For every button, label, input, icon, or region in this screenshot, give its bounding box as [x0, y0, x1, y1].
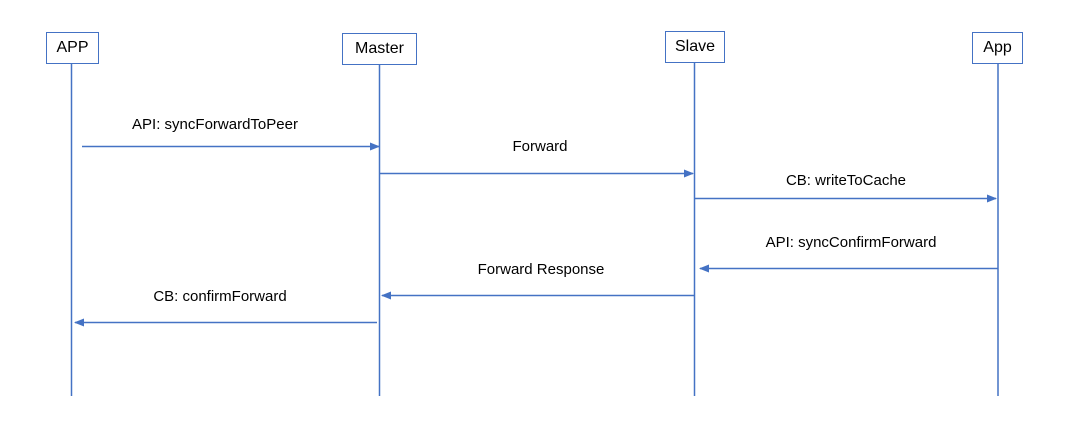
- actor-label-app: App: [983, 39, 1012, 56]
- message-label-forward: Forward: [512, 138, 568, 155]
- actor-label-master: Master: [355, 40, 404, 57]
- actor-label-slave: Slave: [674, 38, 716, 55]
- actor-box-app-caps: APP: [46, 32, 99, 64]
- message-label-sync-forward-to-peer: API: syncForwardToPeer: [132, 116, 298, 133]
- message-label-forward-response: Forward Response: [477, 261, 605, 278]
- actor-box-slave: Slave: [665, 31, 725, 63]
- actor-label-app-caps: APP: [56, 39, 89, 56]
- message-label-confirm-forward: CB: confirmForward: [153, 288, 287, 305]
- message-label-write-to-cache: CB: writeToCache: [785, 172, 907, 189]
- message-label-sync-confirm-forward: API: syncConfirmForward: [765, 234, 937, 251]
- actor-box-master: Master: [342, 33, 417, 65]
- actor-box-app: App: [972, 32, 1023, 64]
